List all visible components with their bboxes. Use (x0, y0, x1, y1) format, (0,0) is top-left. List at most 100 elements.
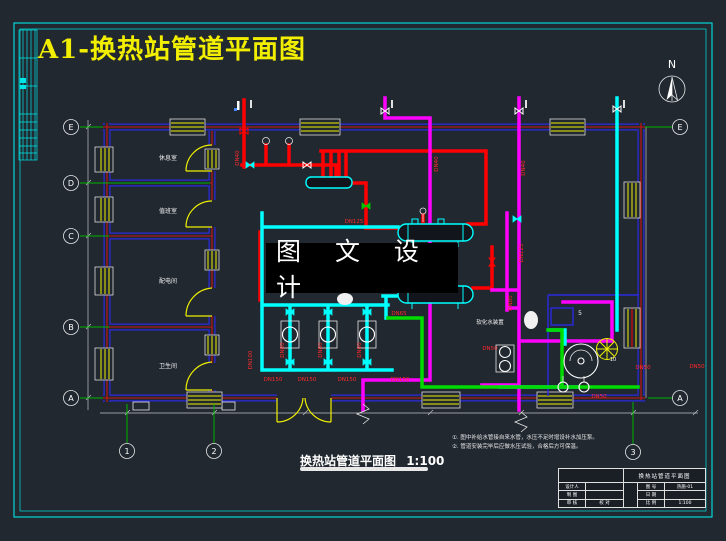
title-block-project-cell (559, 469, 623, 483)
grid-bubble-left-3: C (63, 228, 79, 244)
pipe-label: DN65 (391, 311, 407, 317)
north-arrow: N (658, 58, 686, 103)
pipe-label: DN50 (689, 364, 705, 370)
pipe-label: DN40 (235, 150, 241, 166)
caption-underline (300, 467, 428, 471)
water-tank (563, 343, 599, 379)
title-block-row: 审 核 校 对 (559, 499, 623, 507)
partition-room (547, 294, 639, 396)
title-block-row: 制 图 (559, 491, 623, 500)
title-block-field: 图 号 热施-01 (638, 483, 705, 492)
north-needle (666, 77, 672, 100)
circulation-pump-3 (357, 320, 377, 349)
watermark: 图 文 设 计 (266, 237, 458, 302)
tb-label: 制 图 (559, 491, 586, 499)
pipe-label: DN125 (345, 219, 364, 225)
tb-value (665, 491, 705, 498)
room-label: 值班室 (159, 207, 177, 215)
caption-text: 换热站管道平面图 (300, 454, 397, 468)
pipe-label: DN40 (434, 156, 440, 172)
svg-text:3: 3 (630, 448, 635, 457)
tb-label: 设计人 (559, 483, 586, 491)
revision-cloud (337, 293, 353, 305)
tb-label: 比 例 (638, 499, 665, 507)
tb-value (586, 483, 623, 490)
tb-spacer-cell (624, 483, 638, 507)
room-label: 卫生间 (159, 362, 177, 370)
tag-10: 10 (610, 357, 616, 363)
revision-strip (18, 29, 38, 161)
svg-text:A: A (68, 394, 74, 403)
svg-text:E: E (68, 123, 73, 132)
svg-text:A: A (677, 394, 683, 403)
tb-value: 热施-01 (676, 484, 694, 490)
grid-bubble-left-1: E (63, 119, 79, 135)
pipe-label: DN125 (519, 243, 525, 262)
pipe-label: DN100 (248, 350, 254, 369)
pipe-label: DN150 (391, 377, 410, 383)
softener-label: 软化水装置 (476, 318, 504, 326)
note-line-2: ②. 管道安装完毕后应做水压试验，合格后方可保温。 (452, 443, 582, 450)
makeup-pumps (495, 344, 515, 373)
svg-text:B: B (68, 323, 74, 332)
windows (94, 118, 641, 409)
expansion-tank (596, 338, 618, 360)
grid-bubble-bottom-1: 1 (119, 443, 135, 459)
grid-lines (80, 126, 672, 444)
grid-bubble-left-5: A (63, 390, 79, 406)
tb-label: 日 期 (638, 491, 665, 499)
room-label: 休息室 (159, 154, 177, 162)
pipe-label: DN80 (280, 342, 286, 358)
svg-text:E: E (677, 123, 682, 132)
notes: ①. 图中补给水管接自来水管，水压不足时增设补水加压泵。 ②. 管道安装完毕后应… (452, 434, 624, 452)
tag-5: 5 (578, 310, 582, 317)
title-block: 设计人 制 图 审 核 校 对 换热站管道平面图 图 号 热施-01 日 期 (558, 468, 706, 508)
drawing-title: A1-换热站管道平面图 (38, 35, 307, 65)
title-block-right: 换热站管道平面图 图 号 热施-01 日 期 比 例 1:100 (624, 469, 705, 507)
pipe-label: DN40 (521, 160, 527, 176)
title-block-row: 设计人 (559, 483, 623, 492)
grid-bubble-bottom-2: 2 (206, 443, 222, 459)
pipe-label: DN50 (591, 394, 607, 400)
svg-text:D: D (68, 179, 74, 188)
strip-text-mark (20, 78, 26, 83)
tb-value: 校 对 (599, 501, 610, 507)
instruments (250, 100, 625, 433)
text-cursor (234, 101, 240, 111)
svg-text:1: 1 (124, 447, 129, 456)
title-block-field: 日 期 (638, 491, 705, 500)
heat-exchanger-1 (397, 218, 474, 247)
tb-value (586, 491, 623, 498)
water-manifold (305, 176, 353, 189)
caption-scale: 1:100 (406, 454, 445, 468)
title-block-drawing-name: 换热站管道平面图 (624, 469, 705, 483)
strip-text-mark (20, 85, 26, 89)
pipe-label: DN80 (357, 342, 363, 358)
doors (185, 144, 332, 423)
revision-cloud (524, 311, 538, 329)
pipe-label: DN150 (338, 377, 357, 383)
pipe-label: DN80 (508, 295, 514, 311)
pipe-label: DN50 (482, 346, 498, 352)
svg-text:2: 2 (211, 447, 216, 456)
title-block-field: 比 例 1:100 (638, 499, 705, 507)
grid-bubble-bottom-3: 3 (625, 444, 641, 460)
pipe-size-labels: DN40 DN40 DN40 DN100 DN125 DN125 DN150 D… (235, 150, 705, 400)
title-block-left: 设计人 制 图 审 核 校 对 (559, 469, 624, 507)
title-block-grid: 图 号 热施-01 日 期 比 例 1:100 (624, 483, 705, 507)
pipes-magenta (361, 96, 614, 412)
north-label: N (668, 58, 676, 71)
circulation-pump-2 (318, 320, 338, 349)
grid-bubble-left-4: B (63, 319, 79, 335)
pipe-label: DN150 (298, 377, 317, 383)
grid-bubble-left-2: D (63, 175, 79, 191)
pipe-label: DN80 (318, 342, 324, 358)
main-entrance-double-door (276, 397, 332, 423)
pipe-label: DN150 (264, 377, 283, 383)
tb-value: 1:100 (678, 500, 692, 506)
note-line-1: ①. 图中补给水管接自来水管，水压不足时增设补水加压泵。 (452, 435, 598, 441)
grid-bubble-right-bottom: A (672, 390, 688, 406)
valves (239, 105, 622, 366)
